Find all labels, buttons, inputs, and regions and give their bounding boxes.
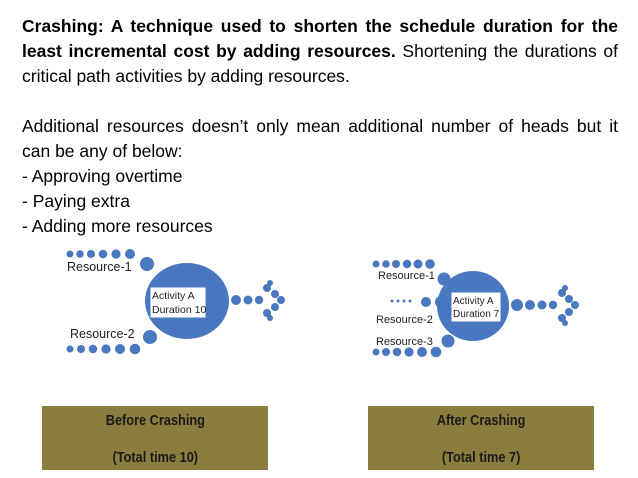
after-duration-label: Duration 7 <box>453 309 500 320</box>
after-caption-title: After Crashing <box>436 412 526 429</box>
before-caption-title: Before Crashing <box>105 412 205 429</box>
before-resource2-label: Resource-2 <box>70 327 135 341</box>
after-resource3-label: Resource-3 <box>376 336 433 348</box>
after-resource1-label: Resource-1 <box>378 270 435 282</box>
after-resource2-label: Resource-2 <box>376 314 433 326</box>
definition-normal: Shortening the durations of critical pat… <box>22 41 619 86</box>
before-activity-label: Activity A <box>152 290 195 302</box>
resources-paragraph: Additional resources doesn’t only mean a… <box>22 114 618 239</box>
before-resource2-dots <box>66 330 157 355</box>
after-activity-label: Activity A <box>453 296 494 307</box>
bullet-overtime: - Approving overtime <box>22 166 183 186</box>
after-output-arrow <box>511 285 579 326</box>
resources-intro: Additional resources doesn’t only mean a… <box>22 116 618 161</box>
definition-paragraph: Crashing: A technique used to shorten th… <box>22 14 618 89</box>
before-output-arrow <box>216 280 285 321</box>
before-resource1-label: Resource-1 <box>67 260 132 274</box>
slide-text: Crashing: A technique used to shorten th… <box>22 14 618 239</box>
bullet-more-resources: - Adding more resources <box>22 216 213 236</box>
before-duration-label: Duration 10 <box>152 304 206 316</box>
bullet-paying-extra: - Paying extra <box>22 191 130 211</box>
definition-bold: Crashing: A technique used to shorten th… <box>22 16 618 61</box>
before-resource1-dots <box>66 249 154 271</box>
after-caption-total: (Total time 7) <box>441 449 521 466</box>
before-crashing-caption: Before Crashing (Total time 10) <box>42 406 268 470</box>
before-caption-total: (Total time 10) <box>112 449 198 466</box>
after-crashing-caption: After Crashing (Total time 7) <box>368 406 594 470</box>
before-diagram <box>66 249 285 355</box>
after-resource3-dots <box>372 334 455 358</box>
after-diagram <box>372 259 579 358</box>
